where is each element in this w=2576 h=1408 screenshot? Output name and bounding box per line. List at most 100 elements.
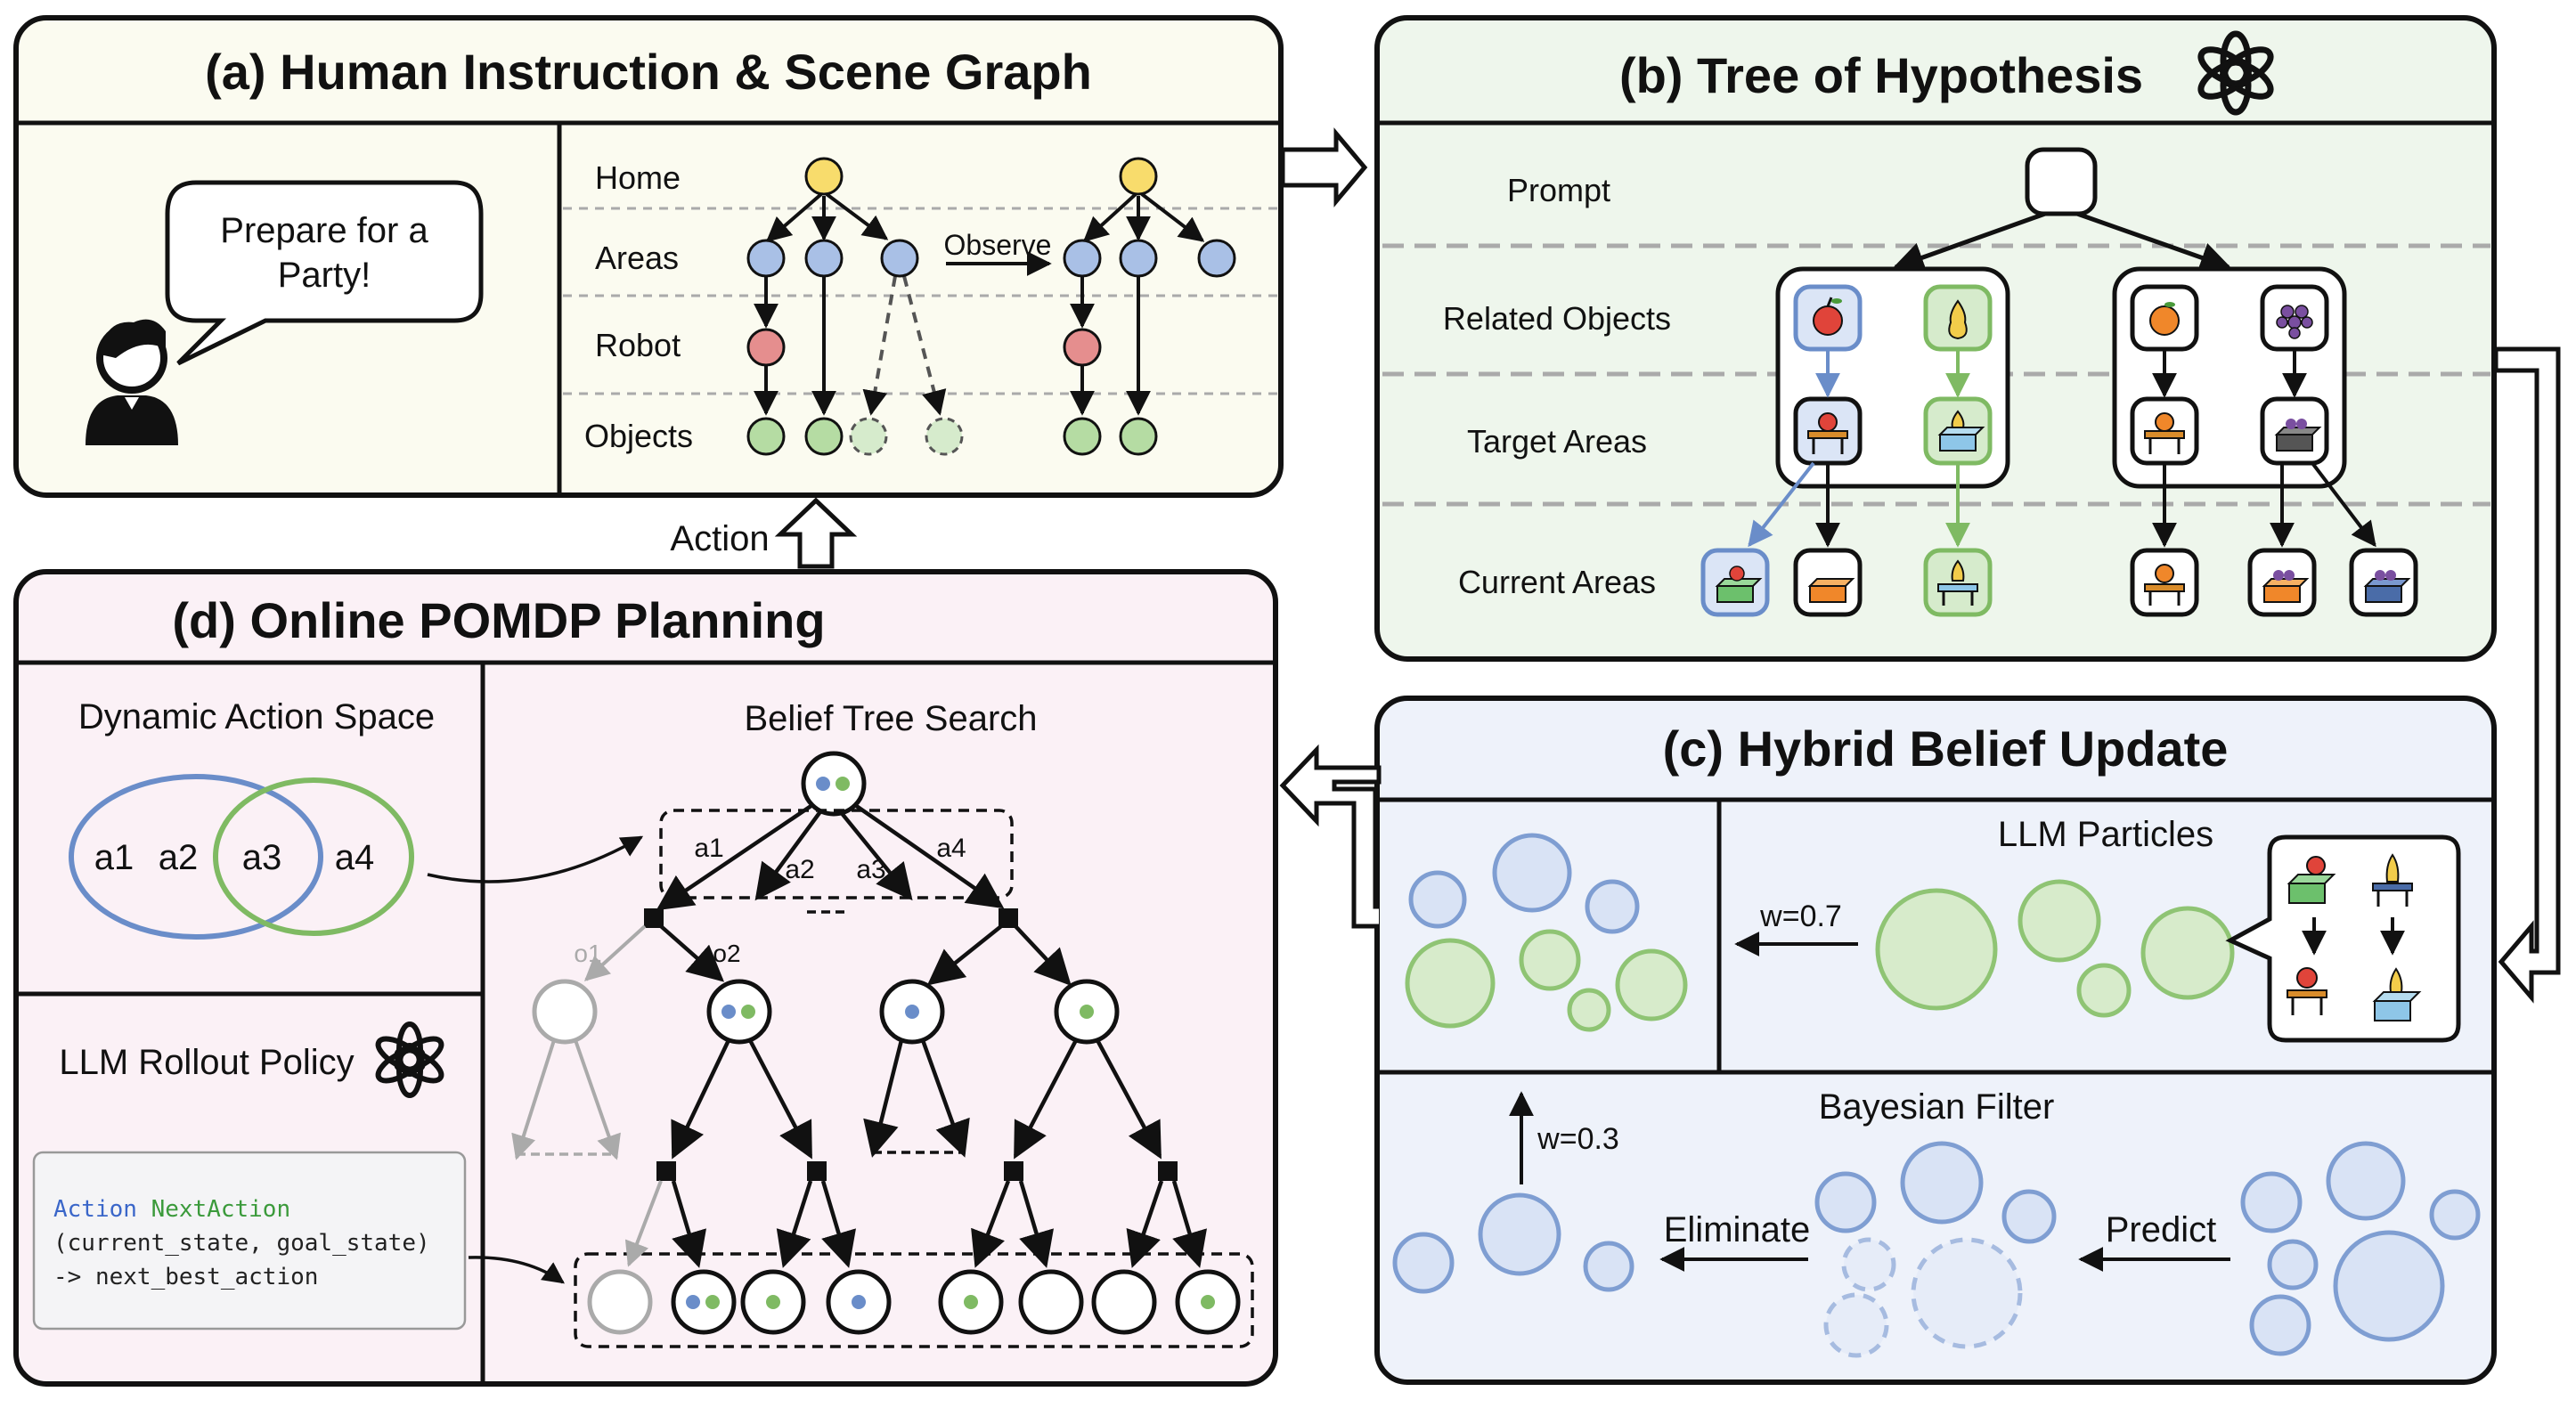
flow-arrow-b-to-c [2493,346,2561,1004]
obs-label-o2: o2 [713,940,740,967]
llm-particles [1875,879,2235,1018]
belief-node-grey [532,979,598,1045]
panel-a: (a) Human Instruction & Scene Graph Prep… [13,15,1284,498]
person-icon [86,319,178,445]
eliminated-particles [1814,1141,2057,1358]
action-node [1158,1161,1178,1181]
area-node [1197,239,1236,278]
mixed-particles [1405,833,1688,1032]
row-label-related-objects: Related Objects [1443,300,1671,337]
robot-node [1063,328,1102,367]
row-label-areas: Areas [595,240,679,276]
panel-b-title: (b) Tree of Hypothesis [1619,47,2143,103]
edge-label-a3: a3 [856,855,885,884]
tree-title: Belief Tree Search [744,699,1037,738]
robot-node [746,328,786,367]
weight-bayes-label: w=0.3 [1537,1122,1619,1156]
object-node [804,417,844,456]
row-label-robot: Robot [595,327,681,363]
pear-icon [1948,299,1968,340]
filtered-particles [1392,1192,1634,1294]
bayesian-filter-label: Bayesian Filter [1819,1087,2055,1127]
belief-node [706,979,772,1045]
area-node [1119,239,1158,278]
code-line-2: (current_state, goal_state) [53,1230,430,1257]
venn-label-a1: a1 [94,838,135,877]
row-label-current-areas: Current Areas [1458,564,1656,600]
object-node [746,417,786,456]
edge-label-a2: a2 [785,855,814,884]
table-apple-icon [1807,412,1848,454]
scene-graph-before [754,192,947,416]
action-node [656,1161,676,1181]
callout-icons [2287,853,2422,1021]
object-node-hidden [849,417,888,456]
area-node [1063,239,1102,278]
openai-logo-icon [375,1021,444,1098]
current-area-node [1923,548,1993,617]
code-line-3: -> next_best_action [53,1264,318,1290]
area-node [804,239,844,278]
action-node [644,908,664,928]
llm-particles-label: LLM Particles [1998,815,2213,854]
flow-arrow-c-to-d-shape [1279,744,1382,929]
box-grapes-icon [2262,570,2310,603]
action-node [1004,1161,1023,1181]
table-orange-icon [2144,564,2185,606]
area-node [880,239,919,278]
row-label-objects: Objects [584,418,693,454]
home-node [804,157,844,196]
table-orange-icon [2144,412,2185,454]
orange-icon [2149,302,2180,336]
venn-label-a2: a2 [159,838,199,877]
object-node [1119,417,1158,456]
speech-bubble: Prepare for a Party! [165,180,484,366]
code-line-1: Action NextAction [53,1196,290,1223]
rollout-title: LLM Rollout Policy [59,1043,354,1082]
venn-blue [69,774,323,940]
panel-c-title: (c) Hybrid Belief Update [1663,720,2229,777]
venn-green [213,777,414,936]
weight-llm-label: w=0.7 [1759,899,1842,933]
flow-arrow-d-to-a [774,497,858,569]
object-node-hidden [925,417,964,456]
obs-label-o1: o1 [574,940,601,967]
speech-line-1: Prepare for a [220,211,428,250]
panel-d-title: (d) Online POMDP Planning [172,592,825,648]
speech-line-2: Party! [278,256,371,295]
action-dashed-box [659,809,1014,899]
box-pear-icon [1937,410,1985,452]
box-grapes-icon [2363,570,2411,603]
openai-logo-icon [2197,30,2274,116]
action-space-title: Dynamic Action Space [78,697,435,737]
leaf-node [671,1269,737,1335]
row-label-home: Home [595,159,681,196]
leaf-node [1091,1269,1157,1335]
venn-label-a4: a4 [335,838,375,877]
action-node [807,1161,827,1181]
prior-particles [2240,1141,2481,1356]
apple-icon [1813,297,1843,336]
action-label: Action [670,519,769,558]
panel-a-title: (a) Human Instruction & Scene Graph [205,44,1092,100]
predict-label: Predict [2106,1210,2217,1249]
object-node [1063,417,1102,456]
box-icon [1807,578,1855,603]
panel-b: (b) Tree of Hypothesis Prompt Related Ob… [1374,15,2497,662]
box-grapes-icon [2274,419,2322,452]
action-node [999,908,1018,928]
edge-label-a1: a1 [694,834,723,863]
leaf-dashed-box [574,1252,1254,1348]
scene-graph-after [1070,192,1205,416]
grapes-icon [2276,305,2313,339]
area-node [746,239,786,278]
code-box [32,1151,467,1331]
leaf-node-grey [587,1269,653,1335]
box-apple-icon [1715,566,1763,603]
flow-arrow-a-to-b [1280,127,1368,208]
prompt-node [2025,147,2098,216]
belief-root [801,751,867,817]
leaf-node [1018,1269,1084,1335]
